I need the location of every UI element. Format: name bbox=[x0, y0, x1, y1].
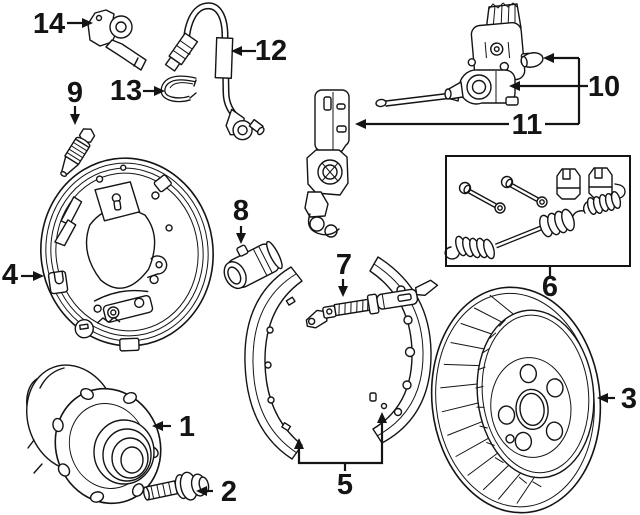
callout-7[interactable]: 7 bbox=[336, 249, 352, 281]
hardware-kit-drawing bbox=[444, 155, 631, 267]
wheel-hub-drawing bbox=[26, 364, 162, 505]
actuator-cap-drawing bbox=[520, 52, 544, 68]
adjuster-drawing bbox=[305, 279, 439, 329]
callout-8[interactable]: 8 bbox=[233, 195, 249, 227]
callout-1[interactable]: 1 bbox=[179, 411, 195, 443]
callout-14[interactable]: 14 bbox=[33, 8, 65, 40]
callout-11[interactable]: 11 bbox=[512, 109, 543, 141]
brake-rotor-drawing bbox=[430, 286, 602, 514]
callout-3[interactable]: 3 bbox=[621, 383, 637, 415]
hub-bolt-drawing bbox=[142, 471, 210, 501]
abs-sensor-drawing bbox=[87, 9, 147, 71]
backing-plate-drawing bbox=[40, 157, 214, 352]
callout-5[interactable]: 5 bbox=[337, 469, 353, 501]
brake-hose-drawing bbox=[164, 2, 265, 141]
bleeder-screw-drawing bbox=[60, 128, 96, 178]
wheel-cylinder-drawing bbox=[223, 240, 283, 290]
callout-labels: 1 2 3 4 5 6 7 8 9 10 11 12 13 14 bbox=[2, 8, 637, 508]
callout-12[interactable]: 12 bbox=[255, 35, 287, 67]
callout-leaders bbox=[21, 18, 615, 496]
callout-4[interactable]: 4 bbox=[2, 259, 18, 291]
callout-6[interactable]: 6 bbox=[542, 271, 558, 303]
brake-shoes-drawing bbox=[244, 256, 432, 460]
callout-2[interactable]: 2 bbox=[221, 476, 237, 508]
hose-clip-drawing bbox=[160, 75, 197, 103]
mounting-bracket-drawing bbox=[304, 89, 460, 238]
callout-10[interactable]: 10 bbox=[588, 71, 620, 103]
callout-9[interactable]: 9 bbox=[67, 77, 83, 109]
actuator-drawing bbox=[444, 2, 544, 106]
callout-13[interactable]: 13 bbox=[110, 75, 142, 107]
